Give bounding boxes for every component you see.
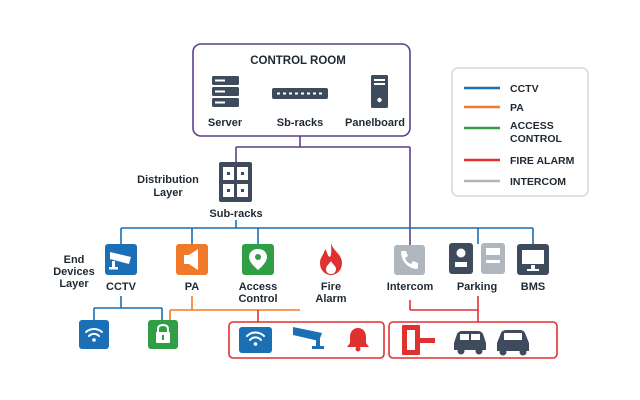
monitor-icon (522, 250, 544, 271)
control-room-item-label: Sb-racks (277, 117, 323, 129)
legend-item-intercom: INTERCOM (464, 176, 566, 188)
phone-icon (401, 251, 418, 269)
wifi-icon (85, 328, 103, 337)
intercom-parking-group-box (388, 321, 558, 359)
legend: CCTV PA ACCESS CONTROL FIRE ALARM INTERC… (451, 67, 589, 197)
end-device-label: Access (239, 281, 278, 293)
lock-icon (156, 323, 170, 343)
wifi-tile (239, 327, 272, 353)
alarm-bell-icon (347, 328, 369, 352)
cctv-camera-icon (293, 327, 324, 349)
rack-unit-icon (272, 88, 328, 99)
sub-racks-icon (219, 162, 252, 202)
end-device-label: CCTV (106, 281, 137, 293)
control-room-item-label: Server (208, 117, 243, 129)
fire-alarm-device (320, 243, 342, 275)
end-device-label: Control (238, 293, 277, 305)
legend-item-cctv: CCTV (464, 83, 539, 95)
control-room-title: CONTROL ROOM (250, 55, 346, 67)
wifi-access-point (79, 320, 109, 349)
legend-item-fire-alarm: FIRE ALARM (464, 155, 575, 167)
end-device-label: Alarm (315, 293, 346, 305)
sub-racks-label: Sub-racks (209, 208, 262, 220)
control-room-item-label: Panelboard (345, 117, 405, 129)
end-device-label: Parking (457, 281, 497, 293)
location-pin-icon (249, 249, 267, 270)
end-device-label: PA (185, 281, 200, 293)
wifi-icon (246, 331, 265, 341)
parking-device (449, 243, 505, 274)
end-device-label: BMS (521, 281, 545, 293)
end-devices-layer-label: Layer (59, 278, 89, 290)
panelboard-icon (371, 75, 388, 108)
pa-device (176, 244, 208, 275)
connection-lines (93, 136, 534, 322)
door-access-icon (402, 325, 435, 355)
cctv-device (105, 244, 137, 275)
legend-item-access-control: ACCESS CONTROL (464, 120, 562, 145)
legend-label: INTERCOM (510, 176, 566, 188)
legend-label: PA (510, 102, 524, 114)
distribution-layer-label: Distribution (137, 174, 199, 186)
fire-alarm-group-box (228, 321, 385, 359)
car-icon (497, 330, 529, 356)
access-control-device (242, 244, 274, 275)
cctv-camera-icon (109, 252, 131, 270)
access-lock-device (148, 320, 178, 349)
parking-terminal-icon (449, 243, 505, 274)
intercom-device (394, 245, 425, 275)
car-icon (454, 331, 486, 355)
flame-icon (320, 243, 342, 275)
legend-label: CCTV (510, 83, 539, 95)
end-devices-layer-label: End (64, 254, 85, 266)
legend-label: ACCESS (510, 120, 554, 132)
legend-box (451, 67, 589, 197)
server-icon (212, 76, 239, 107)
end-devices-layer-label: Devices (53, 266, 95, 278)
legend-label: CONTROL (510, 133, 562, 145)
bms-device (517, 244, 549, 275)
legend-item-pa: PA (464, 102, 524, 114)
legend-label: FIRE ALARM (510, 155, 575, 167)
distribution-layer-label: Layer (153, 187, 183, 199)
speaker-icon (184, 249, 198, 270)
end-device-label: Fire (321, 281, 341, 293)
end-device-label: Intercom (387, 281, 434, 293)
intercom-tile (394, 245, 425, 275)
wifi-access-point (239, 327, 272, 353)
